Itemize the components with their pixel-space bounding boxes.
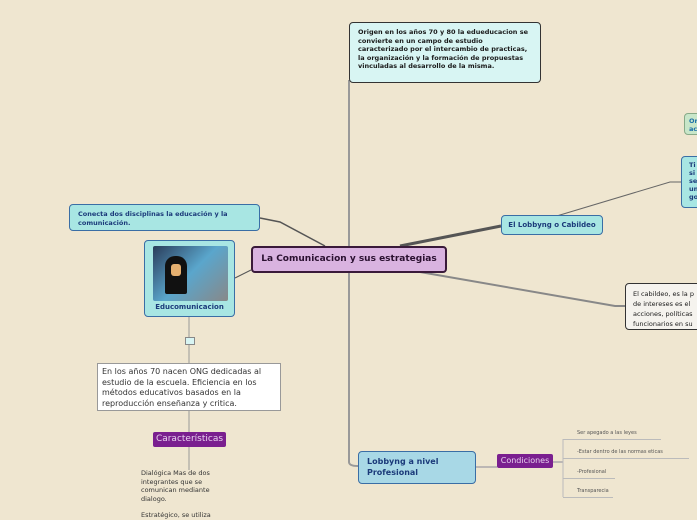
central-title: La Comunicacion y sus estrategias: [261, 254, 437, 264]
condition-item[interactable]: Ser apegado a las leyes: [563, 430, 661, 440]
collapse-toggle[interactable]: [185, 337, 195, 345]
condition-item[interactable]: Transparecia: [563, 488, 613, 498]
partial-blue-node[interactable]: Ti si se un go: [681, 156, 697, 208]
caracteristicas-node[interactable]: Características: [153, 432, 226, 447]
lobbyng-node[interactable]: El Lobbyng o Cabildeo: [501, 215, 603, 235]
caracteristicas-text: Dialógica Mas de dos integrantes que se …: [141, 469, 211, 519]
anos70-node[interactable]: En los años 70 nacen ONG dedicadas al es…: [97, 363, 281, 411]
educomunicacion-image: [153, 246, 228, 301]
cabildeo-node[interactable]: El cabildeo, es la p de intereses es el …: [625, 283, 697, 330]
origen-node[interactable]: Origen en los años 70 y 80 la edueducaci…: [349, 22, 541, 83]
condiciones-node[interactable]: Condiciones: [497, 454, 553, 468]
profesional-node[interactable]: Lobbyng a nivel Profesional: [358, 451, 476, 484]
partial-green-node[interactable]: Or ac: [684, 113, 697, 135]
educomunicacion-title: Educomunicacion: [155, 303, 224, 311]
condition-item[interactable]: -Estar dentro de las normas eticas: [563, 449, 689, 459]
central-node[interactable]: La Comunicacion y sus estrategias: [251, 246, 447, 273]
educomunicacion-node[interactable]: Educomunicacion: [144, 240, 235, 317]
conecta-node[interactable]: Conecta dos disciplinas la educación y l…: [69, 204, 260, 231]
condition-item[interactable]: -Profesional: [563, 469, 615, 479]
